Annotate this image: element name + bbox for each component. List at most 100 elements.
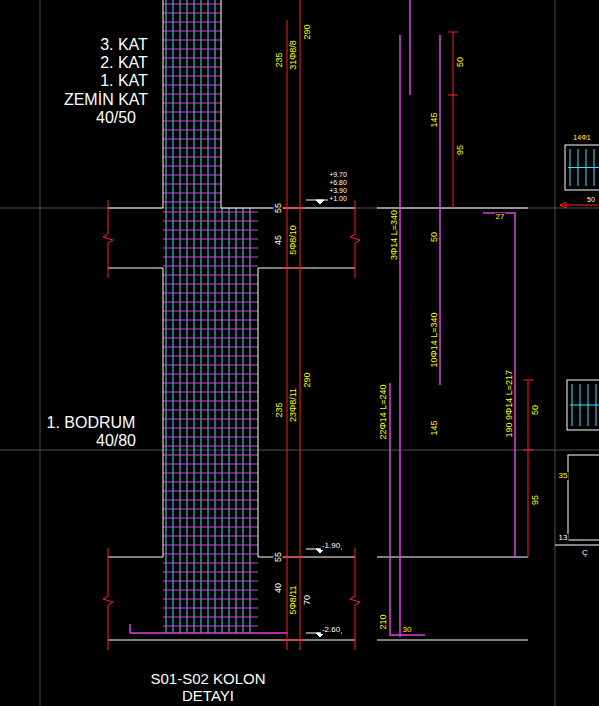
stirrup [163, 563, 258, 564]
annotation-text: 35 [558, 472, 569, 480]
stirrup [163, 536, 258, 537]
stirrup [163, 509, 258, 510]
dimension-text: 145 [430, 419, 439, 436]
dimension-tick [282, 557, 305, 558]
rebar [390, 383, 425, 635]
stirrup [163, 311, 258, 312]
annotation-text: -1.90 [321, 542, 341, 550]
section-outline [565, 145, 599, 190]
dimension-text: 5Φ8/10 [289, 224, 298, 256]
guide-line [555, 0, 556, 706]
annotation-text: -2.60 [321, 626, 341, 634]
longitudinal-bar [194, 208, 195, 633]
dimension-tick [282, 208, 305, 209]
annotation-text: +6.80 [328, 179, 348, 186]
stirrup [163, 58, 221, 59]
longitudinal-bar [222, 208, 223, 633]
drawing-line [377, 640, 528, 641]
stirrup [163, 175, 221, 176]
drawing-line [108, 252, 109, 278]
stirrup [163, 329, 258, 330]
stirrup [163, 356, 258, 357]
dimension-text: 95 [456, 144, 465, 156]
drawing-line [448, 95, 458, 96]
stirrup [163, 193, 221, 194]
drawing-caption: S01-S02 KOLON DETAYI [128, 671, 288, 704]
stirrup [163, 31, 221, 32]
dimension-text: 95 [531, 494, 540, 506]
annotation-text: 27 [495, 213, 506, 221]
annotation-text: 14Φ1 [572, 134, 591, 141]
dimension-line [287, 20, 288, 650]
rebar [439, 35, 441, 385]
drawing-line [555, 545, 599, 546]
dimension-text: 290 [303, 23, 312, 40]
slab-line [258, 268, 355, 269]
longitudinal-bar [243, 208, 244, 633]
stirrup [163, 446, 258, 447]
slab-line [108, 557, 163, 558]
stirrup [163, 221, 258, 222]
stirrup [163, 76, 221, 77]
dimension-text: 190 [505, 421, 514, 438]
dimension-text: 50 [531, 404, 540, 416]
dimension-text: 40 [274, 582, 283, 594]
annotation-text: 3. KAT [99, 37, 149, 53]
bottom-hook [129, 624, 131, 633]
stirrup [163, 482, 258, 483]
longitudinal-bar [166, 208, 167, 633]
drawing-line [108, 200, 109, 224]
stirrup [163, 464, 258, 465]
stirrup [163, 572, 258, 573]
stirrup [163, 239, 258, 240]
stirrup [163, 419, 258, 420]
dimension-text: 31Φ8/8 [289, 39, 298, 71]
stirrup [163, 320, 258, 321]
annotation-text: 40/80 [95, 433, 137, 449]
stirrup [163, 473, 258, 474]
annotation-text: 2. KAT [99, 55, 149, 71]
drawing-line [355, 548, 356, 586]
break-symbol [350, 224, 360, 252]
stirrup [163, 212, 258, 213]
stirrup [163, 49, 221, 50]
annotation-text: 40/50 [95, 110, 137, 126]
section-outline [567, 380, 599, 430]
annotation-text: ZEMİN KAT [63, 92, 149, 108]
stirrup [163, 67, 221, 68]
dimension-tick [282, 640, 305, 641]
guide-line [0, 208, 599, 209]
dimension-text: 55 [274, 202, 283, 214]
stirrup [163, 554, 258, 555]
dimension-text: 50 [430, 231, 439, 243]
stirrup [163, 266, 258, 267]
stirrup [163, 121, 221, 122]
stirrup [163, 157, 221, 158]
guide-line [40, 0, 41, 706]
dimension-text: 22Φ14 L=240 [379, 384, 388, 441]
dimension-text: 23Φ8/11 [289, 387, 298, 423]
dimension-line [528, 380, 529, 557]
longitudinal-bar [173, 208, 174, 633]
stirrup [163, 184, 221, 185]
slab-line [221, 208, 355, 209]
longitudinal-bar [229, 208, 230, 633]
dimension-text: 290 [303, 371, 312, 388]
drawing-line [258, 268, 259, 557]
stirrup [163, 148, 221, 149]
stirrup [163, 545, 258, 546]
drawing-line [221, 0, 222, 208]
stirrup [163, 581, 258, 582]
rebar [483, 213, 515, 557]
dimension-text: 10Φ14 L=340 [430, 312, 439, 369]
drawing-line [523, 450, 533, 451]
stirrup [163, 626, 258, 627]
drawing-line [448, 32, 458, 33]
stirrup [163, 13, 221, 14]
section-bar [568, 167, 599, 168]
dimension-text: 50 [456, 56, 465, 68]
stirrup [163, 374, 258, 375]
bottom-hook [130, 632, 288, 634]
stirrup [163, 85, 221, 86]
